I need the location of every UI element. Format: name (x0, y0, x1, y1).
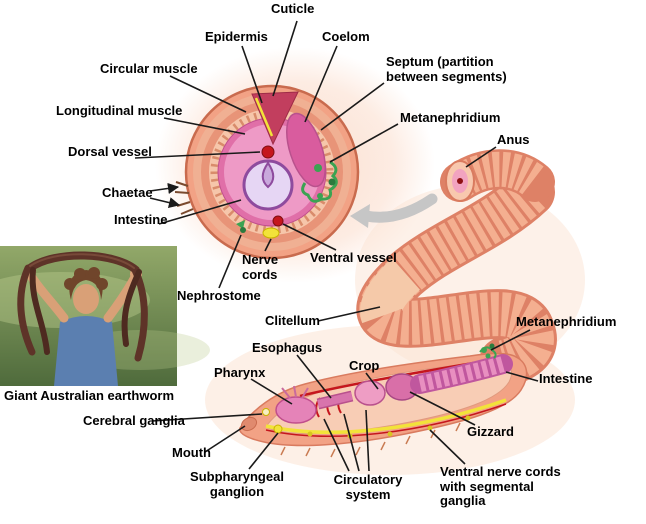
label-subpharyngeal-ganglion: Subpharyngeal ganglion (190, 469, 284, 499)
anus-dot (457, 178, 463, 184)
leader-mouth (204, 425, 246, 453)
label-circular-muscle: Circular muscle (100, 61, 198, 76)
clitellum-band (360, 258, 421, 324)
label-septum: Septum (partition between segments) (386, 54, 507, 84)
label-mouth: Mouth (172, 445, 211, 460)
leader-circulatory-3 (365, 409, 370, 472)
label-intestine-body: Intestine (539, 371, 593, 386)
leader-metanephridium-cross (329, 123, 399, 163)
leader-cerebral-ganglia (151, 413, 263, 422)
leader-esophagus (296, 354, 332, 399)
face (73, 284, 99, 314)
pharynx-muscles (281, 385, 309, 399)
label-ventral-vessel: Ventral vessel (310, 250, 397, 265)
typhlosole-fold (261, 161, 275, 189)
zoom-arrow (350, 193, 438, 228)
photo-caption: Giant Australian earthworm (4, 388, 174, 403)
leader-septum (320, 82, 385, 131)
leader-ventral-vessel (282, 223, 337, 251)
ventral-vessel-line (265, 403, 507, 437)
label-crop: Crop (349, 358, 380, 373)
label-ventral-nerve-cords: Ventral nerve cords with segmental gangl… (440, 464, 561, 509)
pharynx-art (275, 396, 317, 424)
leader-longitudinal-muscle (163, 117, 246, 135)
leader-dorsal-vessel (134, 151, 261, 159)
leader-chaetae-1 (149, 182, 180, 194)
leader-anus (465, 146, 497, 168)
label-intestine-cross: Intestine (114, 212, 168, 227)
leader-chaetae-2 (149, 197, 181, 209)
label-chaetae: Chaetae (102, 185, 153, 200)
leader-gizzard (409, 391, 476, 426)
ventral-nerve-cord-line (265, 398, 507, 434)
cut-wedge (251, 91, 299, 146)
leader-pharynx (250, 378, 293, 405)
leader-epidermis (241, 45, 263, 104)
leader-circulatory-1 (323, 418, 350, 472)
tail-segment-art (440, 149, 555, 202)
ventral-vessel-dot (272, 215, 284, 227)
leader-metanephridium-body (490, 329, 531, 351)
subpharyngeal-ganglion-dot (273, 424, 283, 434)
cross-section-art (174, 84, 360, 260)
photo-giant-earthworm (0, 246, 210, 386)
label-cuticle: Cuticle (271, 1, 315, 16)
label-coelom: Coelom (322, 29, 370, 44)
leader-cuticle (272, 20, 298, 97)
label-pharynx: Pharynx (214, 365, 266, 380)
label-nerve-cords: Nerve cords (242, 252, 279, 282)
label-gizzard: Gizzard (467, 424, 514, 439)
cerebral-ganglia-dot (262, 408, 270, 416)
nephrostome-art (236, 220, 246, 233)
label-circulatory-system: Circulatory system (333, 472, 403, 502)
chaetae-bristles (280, 422, 461, 458)
metanephridium-cross-art (301, 160, 338, 203)
label-clitellum: Clitellum (265, 313, 320, 328)
worm-strands (17, 251, 148, 362)
label-longitudinal-muscle: Longitudinal muscle (56, 103, 183, 118)
worm-body-art (356, 167, 557, 387)
leader-circulatory-2 (343, 413, 360, 472)
label-nephrostome: Nephrostome (177, 288, 261, 303)
dorsal-vessel-dot (261, 145, 275, 159)
leader-intestine-cross (158, 199, 242, 225)
segmental-ganglia-dots (307, 415, 471, 439)
label-metanephridium-body: Metanephridium (516, 314, 617, 329)
leader-crop (365, 372, 379, 390)
crop-art (354, 380, 386, 406)
label-epidermis: Epidermis (205, 29, 268, 44)
label-cerebral-ganglia: Cerebral ganglia (83, 413, 185, 428)
leader-clitellum (317, 306, 381, 322)
leader-nephrostome (218, 234, 242, 289)
esophagus-art (317, 392, 353, 408)
leader-ventral-nerve-cords (429, 429, 466, 465)
leader-coelom (304, 45, 338, 123)
label-metanephridium-cross: Metanephridium (400, 110, 501, 125)
label-esophagus: Esophagus (252, 340, 323, 355)
leader-lines (134, 20, 539, 472)
label-anus: Anus (497, 132, 530, 147)
label-dorsal-vessel: Dorsal vessel (68, 144, 152, 159)
leader-intestine-body (505, 371, 539, 382)
leader-circular-muscle (169, 75, 247, 113)
leader-nerve-cords (264, 238, 272, 252)
shirt (54, 316, 118, 386)
nerve-cord-dot (262, 227, 280, 239)
leader-subpharyngeal-ganglion (248, 432, 279, 470)
